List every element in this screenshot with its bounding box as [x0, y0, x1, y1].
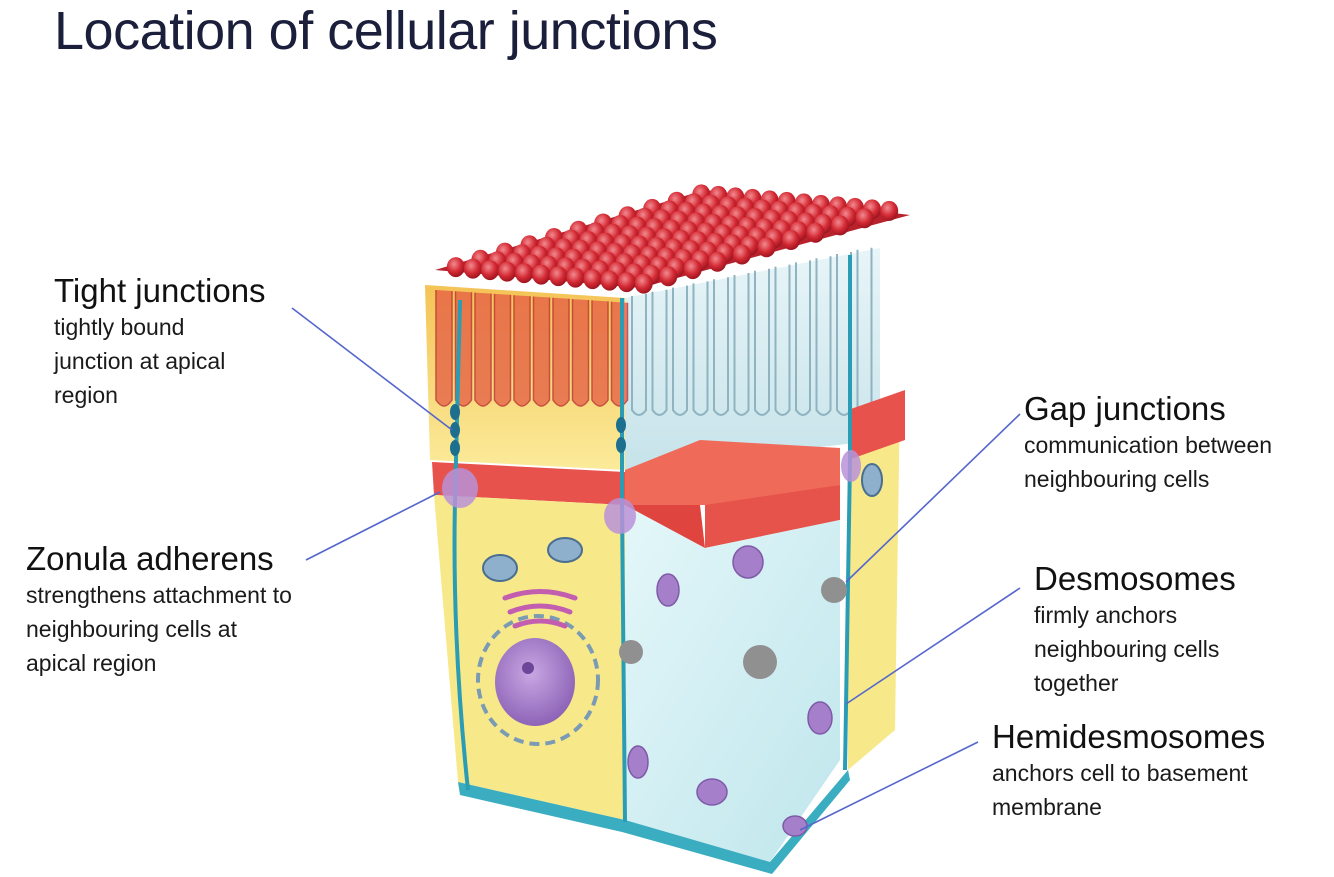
inner-cell — [625, 505, 840, 862]
gap-junctions-heading: Gap junctions — [1024, 390, 1226, 427]
zonula-adherens-desc-3: apical region — [26, 650, 157, 676]
microvillus-stalk — [754, 268, 770, 416]
pointer-lines — [291, 307, 1021, 831]
microvillus-tip — [659, 266, 678, 287]
hemidesmosomes-desc-2: membrane — [992, 794, 1102, 820]
microvillus-tip — [880, 200, 899, 221]
microvillus-stalk — [493, 293, 512, 407]
slide-title: Location of cellular junctions — [54, 1, 718, 61]
zonula-adherens-desc-1: strengthens attachment to — [26, 582, 292, 608]
cut-slab-top — [625, 440, 840, 505]
microvillus-stalk — [610, 301, 629, 407]
microvillus-tip — [463, 258, 482, 279]
microvilli-tips — [446, 184, 899, 294]
microvillus-stalk — [713, 277, 729, 416]
microvillus-stalk — [474, 292, 492, 407]
microvillus-tip — [782, 230, 800, 250]
microvillus-stalk — [672, 285, 688, 416]
microvillus-stalk — [532, 296, 551, 407]
label-hemidesmosomes: Hemidesmosomes anchors cell to basement … — [992, 718, 1265, 824]
microvillus-stalk — [733, 273, 750, 416]
microvillus-tip — [481, 260, 499, 281]
label-tight-junctions: Tight junctions tightly bound junction a… — [54, 272, 266, 412]
microvillus-tip — [634, 273, 653, 294]
microvillus-tip — [532, 264, 551, 285]
nucleus-envelope — [476, 614, 600, 746]
microvillus-tip — [515, 263, 534, 284]
microvillus-tip — [600, 270, 619, 291]
microvillus-tip — [855, 208, 874, 229]
microvillus-stalk — [513, 295, 531, 407]
microvillus-tip — [708, 251, 727, 272]
desmosomes-desc-2: neighbouring cells — [1034, 636, 1220, 662]
microvillus-tip — [831, 215, 850, 236]
microvillus-stalk — [571, 299, 590, 407]
microvillus-tip — [549, 266, 568, 287]
zonula-adherens-heading: Zonula adherens — [26, 540, 274, 577]
cut-slab-front — [705, 485, 840, 548]
tight-junctions-heading: Tight junctions — [54, 272, 266, 309]
microvillus-stalk — [591, 300, 609, 407]
desmosomes-desc-3: together — [1034, 670, 1119, 696]
microvillus-stalk — [552, 297, 570, 407]
microvillus-tip — [498, 261, 517, 282]
zonula-adherens-marks — [442, 450, 861, 534]
nucleolus — [522, 662, 534, 674]
microvillus-stalk — [435, 290, 453, 407]
microvillus-stalk — [795, 260, 811, 416]
label-desmosomes: Desmosomes firmly anchors neighbouring c… — [1034, 560, 1236, 700]
gap-junctions-desc-2: neighbouring cells — [1024, 466, 1210, 492]
label-gap-junctions: Gap junctions communication between neig… — [1024, 390, 1272, 496]
left-face-band — [432, 462, 625, 505]
microvillus-stalk — [692, 281, 709, 416]
microvillus-tip — [583, 269, 602, 290]
hemidesmosomes-desc-1: anchors cell to basement — [992, 760, 1248, 786]
inner-organelle-dots — [627, 545, 833, 837]
microvillus-tip — [446, 257, 465, 278]
right-band — [848, 390, 905, 460]
golgi — [502, 589, 578, 629]
tight-junctions-desc-3: region — [54, 382, 118, 408]
tight-junctions-desc-2: junction at apical — [54, 348, 226, 374]
microvillus-tip — [757, 237, 776, 258]
microvillus-tip — [806, 222, 825, 243]
gap-junction-dots — [619, 577, 847, 679]
microvillus-stalk — [774, 264, 791, 416]
gap-junctions-desc-1: communication between — [1024, 432, 1273, 458]
microvillus-stalk — [651, 289, 668, 416]
tight-junctions-desc-1: tightly bound — [54, 314, 185, 340]
microvillus-tip — [617, 272, 636, 293]
microvillus-tip — [683, 259, 702, 280]
nucleus — [495, 638, 575, 726]
microvillus-stalk — [631, 294, 647, 416]
zonula-adherens-desc-2: neighbouring cells at — [26, 616, 237, 642]
mitochondria — [482, 463, 883, 582]
microvillus-tip — [566, 267, 585, 288]
hemidesmosomes-heading: Hemidesmosomes — [992, 718, 1266, 755]
tight-junction-marks — [450, 404, 626, 456]
cell-border-1 — [452, 299, 470, 791]
desmosomes-heading: Desmosomes — [1034, 560, 1236, 597]
label-zonula-adherens: Zonula adherens strengthens attachment t… — [26, 540, 292, 680]
desmosomes-desc-1: firmly anchors — [1034, 602, 1178, 628]
microvillus-stalk — [815, 256, 832, 416]
microvillus-tip — [732, 244, 751, 265]
